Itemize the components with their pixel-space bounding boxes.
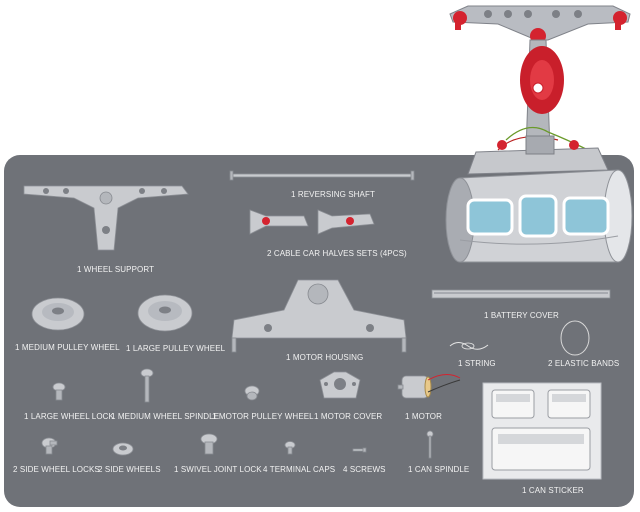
elastic-bands-label: 2 ELASTIC BANDS (548, 359, 620, 368)
swivel-joint-lock-label: 1 SWIVEL JOINT LOCK (174, 465, 262, 474)
can-spindle-part (426, 430, 434, 459)
string-label: 1 STRING (458, 359, 496, 368)
side-wheels-part (112, 442, 134, 456)
large-wheel-lock-label: 1 LARGE WHEEL LOCK (24, 412, 114, 421)
motor-cover-label: 1 MOTOR COVER (314, 412, 383, 421)
medium-pulley-wheel-part (31, 297, 85, 331)
terminal-caps-label: 4 TERMINAL CAPS (263, 465, 336, 474)
string-part (449, 342, 489, 350)
side-wheel-locks-part (41, 437, 58, 455)
assembled-cable-car-illustration (445, 5, 633, 263)
motor-part (397, 374, 461, 399)
medium-wheel-spindle-part (140, 368, 154, 403)
can-sticker-part (482, 382, 602, 480)
elastic-bands-part (560, 320, 590, 356)
medium-wheel-spindle-label: 1 MEDIUM WHEEL SPINDLE (111, 412, 220, 421)
wheel-support-label: 1 WHEEL SUPPORT (77, 265, 155, 274)
large-pulley-wheel-label: 1 LARGE PULLEY WHEEL (126, 344, 226, 353)
reversing-shaft-part (229, 170, 415, 181)
battery-cover-label: 1 BATTERY COVER (484, 311, 559, 320)
battery-cover-part (431, 289, 611, 299)
can-sticker-label: 1 CAN STICKER (522, 486, 584, 495)
cable-car-halves-label: 2 CABLE CAR HALVES SETS (4PCS) (267, 249, 407, 258)
motor-cover-part (319, 371, 361, 399)
motor-pulley-wheel-label: 1 MOTOR PULLEY WHEEL (212, 412, 314, 421)
side-wheels-label: 2 SIDE WHEELS (98, 465, 161, 474)
motor-housing-label: 1 MOTOR HOUSING (286, 353, 364, 362)
terminal-caps-part (284, 441, 296, 455)
side-wheel-locks-label: 2 SIDE WHEEL LOCKS (13, 465, 100, 474)
wheel-support-part (23, 185, 189, 251)
motor-housing-part (231, 279, 407, 353)
large-wheel-lock-part (52, 382, 66, 401)
screws-label: 4 SCREWS (343, 465, 386, 474)
motor-label: 1 MOTOR (405, 412, 443, 421)
medium-pulley-wheel-label: 1 MEDIUM PULLEY WHEEL (15, 343, 120, 352)
swivel-joint-lock-part (200, 433, 218, 455)
large-pulley-wheel-part (137, 294, 193, 332)
motor-pulley-wheel-part (244, 385, 260, 401)
screws-part (352, 447, 367, 453)
cable-car-halves-part (249, 209, 375, 235)
reversing-shaft-label: 1 REVERSING SHAFT (291, 190, 375, 199)
can-spindle-label: 1 CAN SPINDLE (408, 465, 470, 474)
